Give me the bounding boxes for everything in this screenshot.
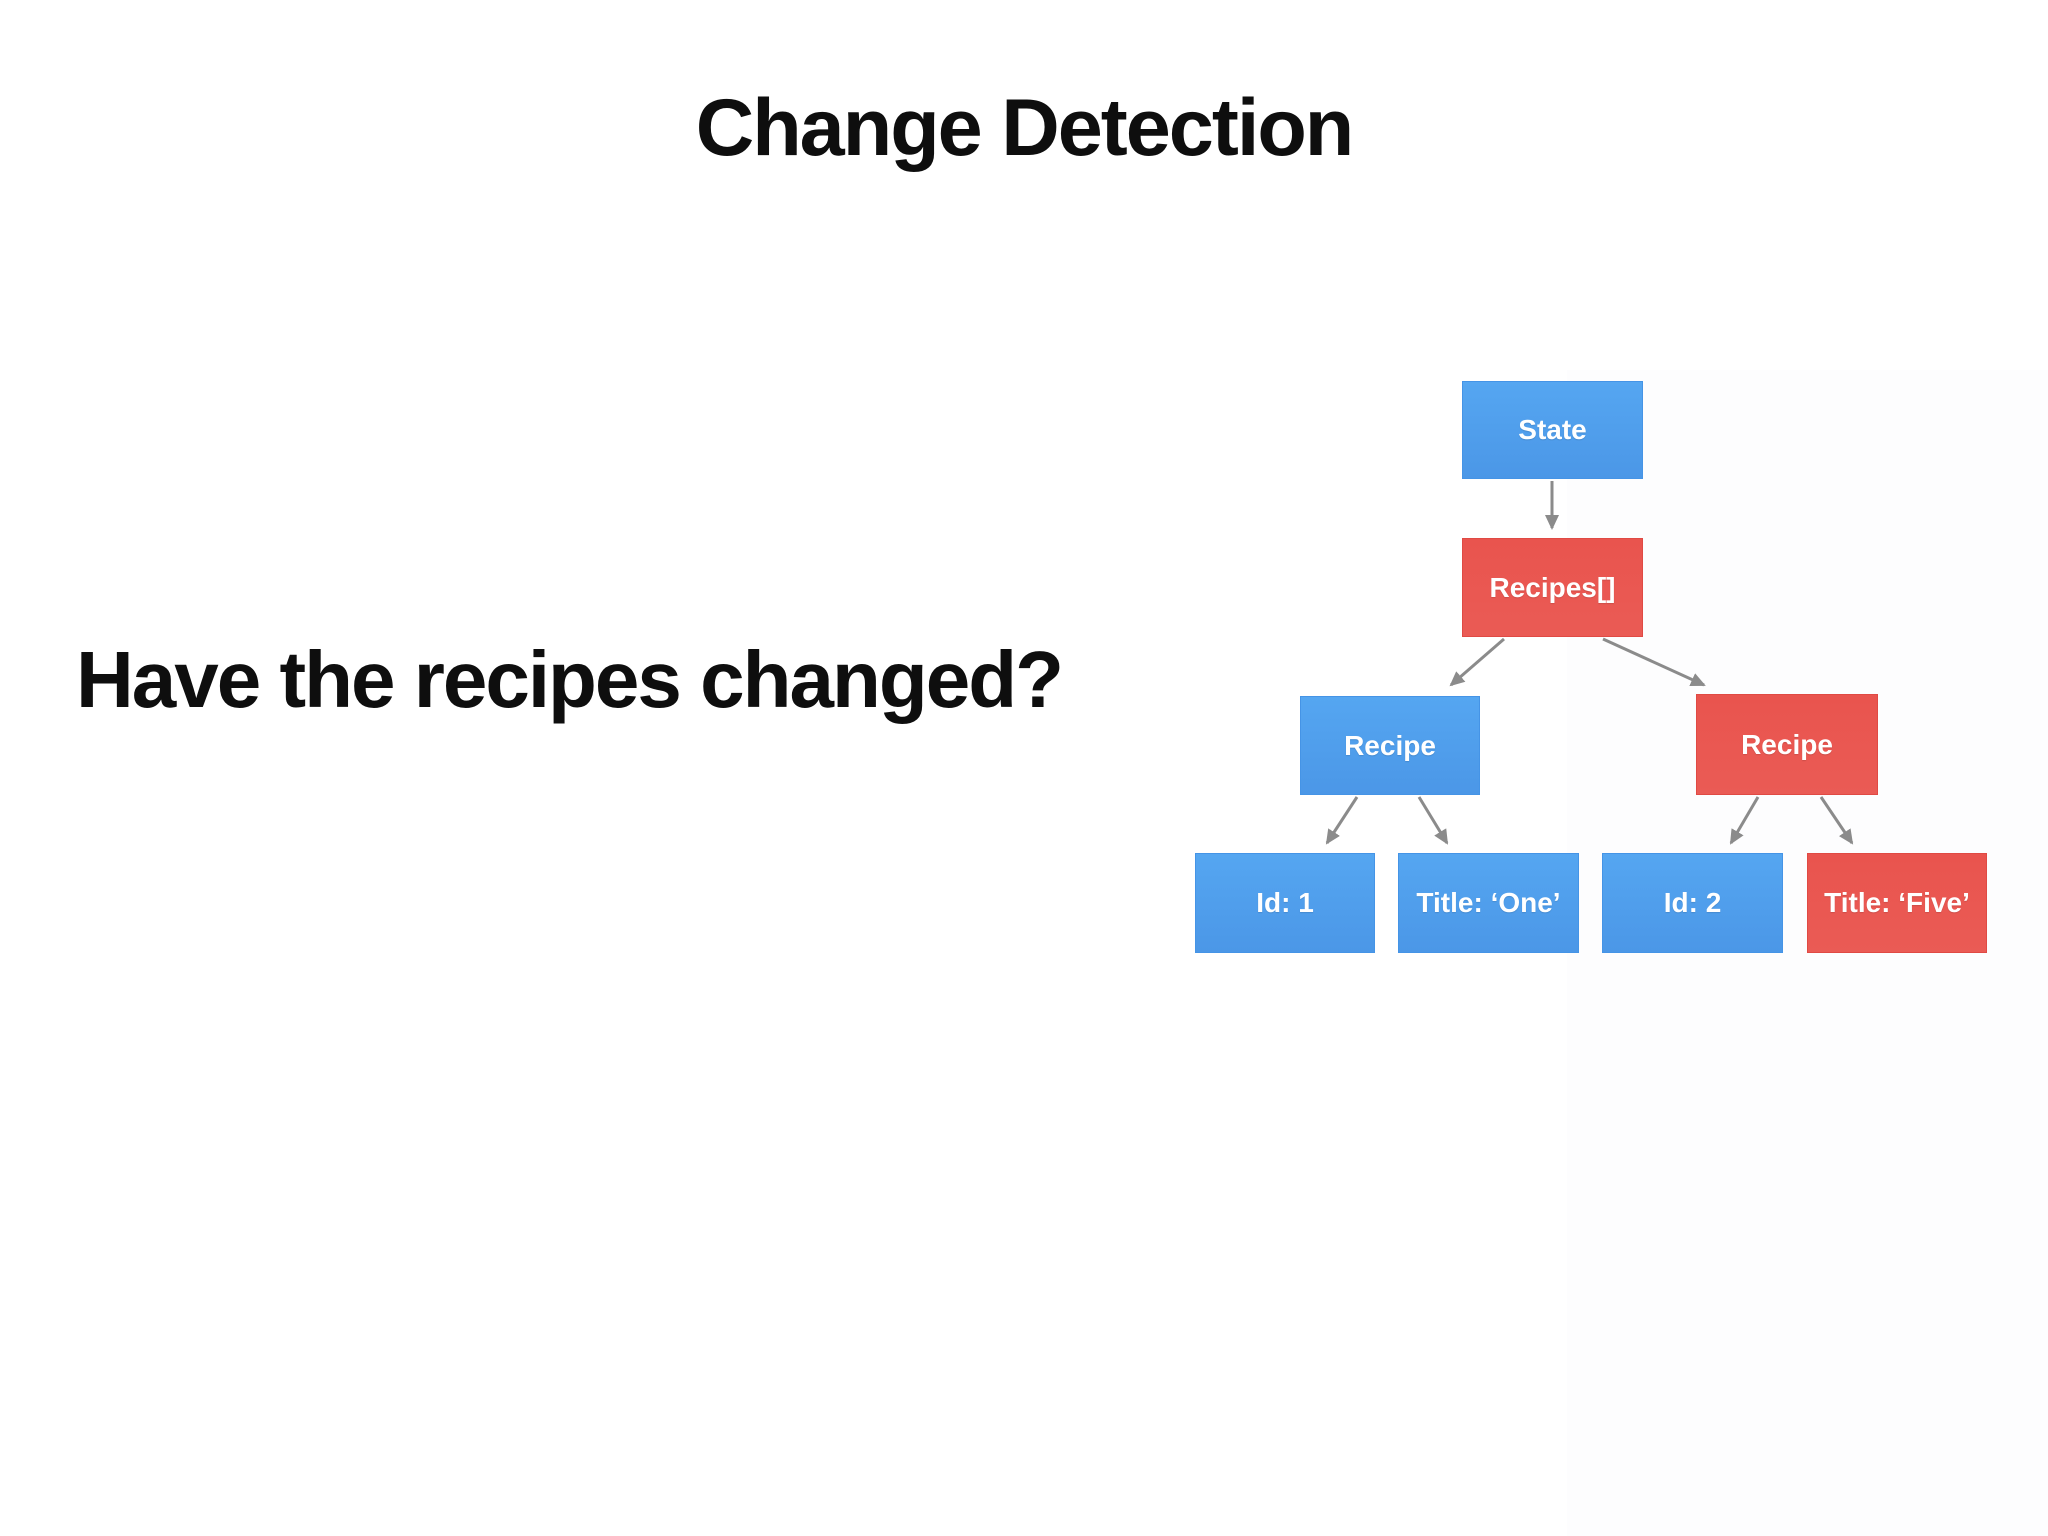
node-title-five: Title: ‘Five’ (1807, 853, 1987, 953)
node-recipes-array-label: Recipes[] (1489, 571, 1616, 603)
node-id-1-label: Id: 1 (1256, 887, 1314, 918)
node-recipe-1: Recipe (1300, 696, 1480, 795)
node-title-one-label: Title: ‘One’ (1416, 887, 1561, 918)
faint-video-region (1567, 370, 2048, 1536)
node-recipe-2: Recipe (1696, 694, 1878, 795)
node-id-1: Id: 1 (1195, 853, 1375, 953)
slide-title: Change Detection (695, 83, 1355, 173)
node-state: State (1462, 381, 1643, 479)
node-id-2-label: Id: 2 (1663, 887, 1722, 918)
node-recipe-2-label: Recipe (1741, 728, 1833, 760)
node-id-2: Id: 2 (1602, 853, 1783, 953)
edge-recipe1-id1-arrow (1325, 796, 1359, 845)
node-state-label: State (1518, 414, 1587, 445)
edge-recipe1-titleone-arrow (1417, 796, 1449, 845)
node-title-one: Title: ‘One’ (1398, 853, 1579, 953)
node-recipes-array: Recipes[] (1462, 538, 1643, 637)
node-recipe-1-label: Recipe (1344, 729, 1436, 761)
question-text: Have the recipes changed? (76, 635, 1064, 724)
edge-recipes-recipe1-arrow (1449, 637, 1505, 687)
node-title-five-label: Title: ‘Five’ (1824, 887, 1970, 918)
